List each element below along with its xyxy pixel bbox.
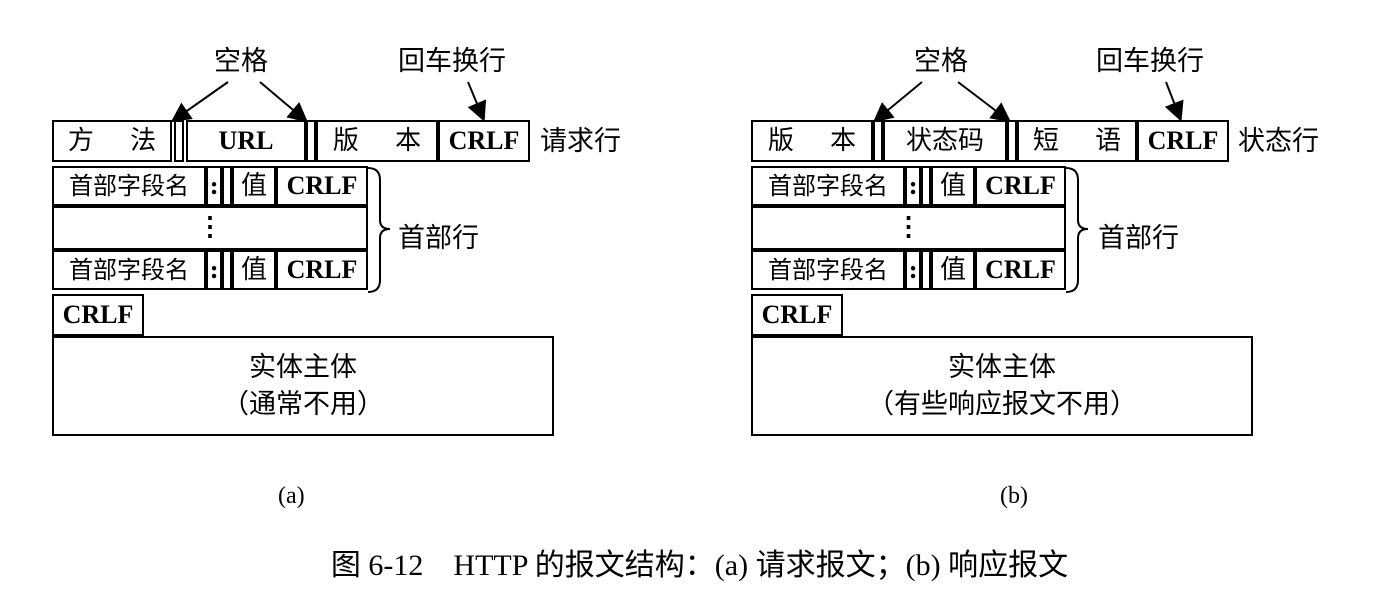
space-label: 空格 — [914, 46, 968, 77]
header-lines-label: 首部行 — [398, 223, 479, 254]
entity-body: 实体主体 （有些响应报文不用） — [751, 336, 1253, 436]
space-arrow-right — [259, 81, 309, 123]
crlf-note-label: 回车换行 — [1096, 46, 1204, 77]
status-code-field: 状态码 — [883, 120, 1007, 162]
crlf-note-label: 回车换行 — [398, 46, 506, 77]
entity-body-note: （有些响应报文不用） — [867, 389, 1137, 420]
method-field: 方 法 — [52, 120, 172, 162]
header-lines-label: 首部行 — [1098, 223, 1179, 254]
entity-body-title: 实体主体 — [948, 352, 1056, 383]
header-field-name: 首部字段名 — [52, 250, 206, 290]
space-field — [921, 166, 931, 206]
header-colon: : — [206, 250, 222, 290]
header-value: 值 — [232, 250, 276, 290]
header-colon: : — [905, 166, 921, 206]
header-brace — [1065, 167, 1089, 293]
phrase-field: 短 语 — [1017, 120, 1137, 162]
header-colon: : — [905, 250, 921, 290]
status-line-label: 状态行 — [1238, 126, 1319, 157]
header-crlf: CRLF — [975, 250, 1066, 290]
response-message-diagram: 空格 回车换行 版 本 状态码 短 语 CRLF 状态行 首部字段名 : 值 C… — [700, 0, 1390, 520]
crlf-field: CRLF — [438, 120, 530, 162]
header-brace — [367, 167, 391, 293]
crlf-arrow — [467, 81, 487, 122]
header-crlf: CRLF — [276, 166, 368, 206]
request-arrows — [170, 81, 487, 293]
version-field: 版 本 — [751, 120, 873, 162]
header-field-name: 首部字段名 — [751, 250, 905, 290]
header-colon: : — [206, 166, 222, 206]
header-field-name: 首部字段名 — [52, 166, 206, 206]
header-ellipsis: ⋮ — [751, 206, 1066, 250]
space-field — [306, 120, 316, 162]
space-arrow-right — [957, 81, 1012, 123]
header-value: 值 — [931, 166, 975, 206]
request-message-diagram: 空格 回车换行 方 法 URL 版 本 CRLF 请求行 首部字段名 : 值 C… — [0, 0, 690, 520]
header-crlf: CRLF — [276, 250, 368, 290]
header-crlf: CRLF — [975, 166, 1066, 206]
space-field — [222, 250, 232, 290]
request-line-label: 请求行 — [540, 126, 621, 157]
entity-body-title: 实体主体 — [249, 352, 357, 383]
header-value: 值 — [931, 250, 975, 290]
url-field: URL — [186, 120, 306, 162]
space-field — [1007, 120, 1017, 162]
space-field — [174, 120, 184, 162]
version-field: 版 本 — [316, 120, 438, 162]
space-arrow-left — [872, 81, 923, 123]
blank-line-crlf: CRLF — [52, 294, 144, 336]
entity-body-note: （通常不用） — [222, 389, 384, 420]
space-label: 空格 — [214, 46, 268, 77]
figure-caption: 图 6-12 HTTP 的报文结构：(a) 请求报文；(b) 响应报文 — [330, 549, 1069, 582]
header-field-name: 首部字段名 — [751, 166, 905, 206]
sub-caption-b: (b) — [1000, 483, 1028, 509]
space-arrow-left — [170, 81, 229, 123]
crlf-field: CRLF — [1137, 120, 1229, 162]
header-ellipsis: ⋮ — [52, 206, 368, 250]
blank-line-crlf: CRLF — [751, 294, 843, 336]
sub-caption-a: (a) — [278, 483, 305, 509]
space-field — [921, 250, 931, 290]
response-arrows — [872, 81, 1184, 293]
header-value: 值 — [232, 166, 276, 206]
space-field — [222, 166, 232, 206]
space-field — [873, 120, 883, 162]
entity-body: 实体主体 （通常不用） — [52, 336, 554, 436]
crlf-arrow — [1164, 81, 1184, 122]
